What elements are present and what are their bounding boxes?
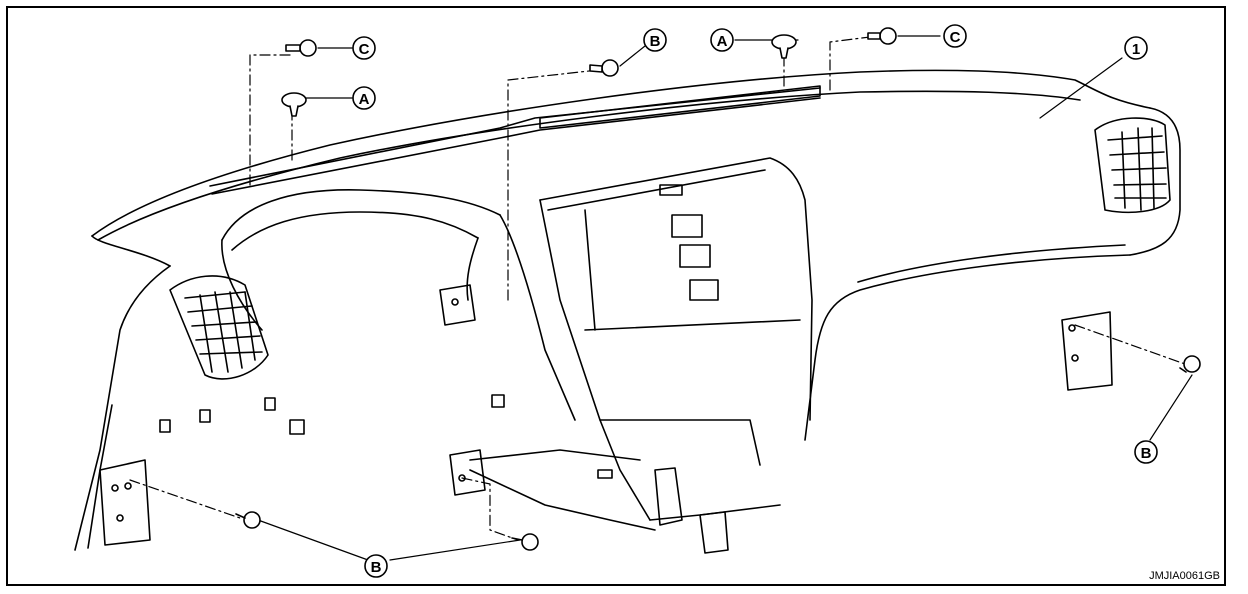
diagram-frame — [6, 6, 1226, 586]
callout-label: C — [359, 41, 370, 58]
mounting-brackets — [99, 184, 1113, 554]
callout-label: A — [359, 91, 370, 108]
callout-1 — [1124, 36, 1148, 60]
callout-label: 1 — [1132, 41, 1140, 58]
screw-icon — [235, 27, 1201, 551]
figure-reference-code: JMJIA0061GB — [1149, 570, 1220, 582]
callouts — [352, 24, 1158, 578]
pointer-lines — [257, 35, 1193, 561]
callout-label: A — [717, 33, 728, 50]
leader-lines — [129, 35, 1186, 541]
callout-b-bottom — [364, 554, 388, 578]
left-vent — [169, 275, 269, 380]
callout-label: B — [1141, 445, 1152, 462]
right-vent — [1094, 117, 1171, 214]
callout-b-right — [1134, 440, 1158, 464]
callout-b-top — [643, 28, 667, 52]
instrument-panel-outline — [74, 69, 1181, 551]
callout-a-left — [352, 86, 376, 110]
callout-a-top — [710, 28, 734, 52]
defroster-grille — [209, 85, 821, 195]
callout-c-right — [943, 24, 967, 48]
callout-c-left — [352, 36, 376, 60]
callout-label: C — [950, 29, 961, 46]
callout-label: B — [371, 559, 382, 576]
callout-label: B — [650, 33, 661, 50]
clip-icon — [281, 34, 797, 117]
